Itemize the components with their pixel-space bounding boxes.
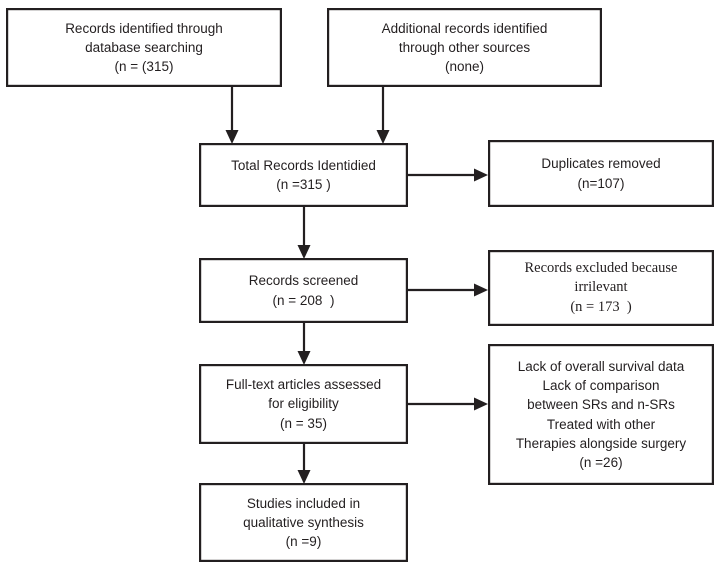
full-text-excluded-reasons-box [488, 344, 715, 486]
connector-screened-to-excluded [407, 283, 488, 297]
records-identified-database-box [5, 8, 282, 88]
records-screened-box [199, 258, 409, 324]
connector-fulltext-to-included [297, 443, 311, 484]
records-excluded-irrelevant-box [488, 250, 715, 327]
connector-screened-to-fulltext [297, 322, 311, 365]
connector-total-to-duplicates [407, 168, 488, 182]
total-records-identified-box [199, 143, 409, 208]
additional-records-other-sources-box [327, 8, 602, 88]
duplicates-removed-box [488, 140, 715, 208]
connector-total-to-screened [297, 206, 311, 259]
full-text-articles-assessed-box [199, 364, 409, 445]
connector-fulltext-to-excluded-reasons [407, 397, 488, 411]
studies-included-qualitative-box [199, 483, 409, 563]
connector-database-to-total [225, 86, 239, 144]
connector-other-sources-to-total [376, 86, 390, 144]
